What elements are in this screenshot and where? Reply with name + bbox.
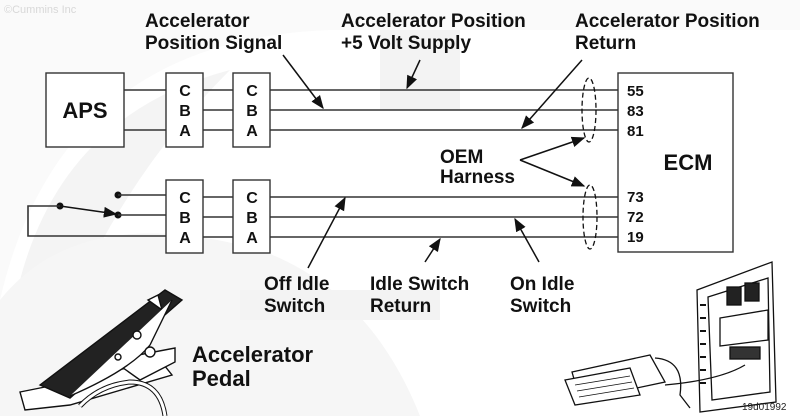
svg-text:Accelerator Position: Accelerator Position [575,11,760,32]
svg-text:A: A [246,123,258,140]
svg-text:Switch: Switch [510,296,571,317]
svg-text:Idle Switch: Idle Switch [370,274,469,295]
top-wires [124,89,618,131]
svg-text:B: B [179,103,191,120]
accelerator-pedal-icon [19,289,184,416]
connector-bottom-2: C B A [232,179,271,254]
svg-text:B: B [246,103,258,120]
label-off-idle-switch: Off Idle Switch [264,196,346,317]
svg-text:C: C [246,190,258,207]
bottom-wires [27,191,618,238]
svg-text:C: C [246,83,258,100]
copyright: ©Cummins Inc [4,4,77,16]
svg-text:Position Signal: Position Signal [145,33,282,54]
figure-code: 19d01992 [742,402,787,413]
svg-text:Harness: Harness [440,167,515,188]
svg-text:Switch: Switch [264,296,325,317]
label-accelerator-position-signal: Accelerator Position Signal [145,11,324,110]
harness-ellipse-top [581,77,597,143]
svg-text:+5 Volt Supply: +5 Volt Supply [341,33,471,54]
aps-box [45,72,125,148]
ecm-module-icon [564,261,777,413]
label-oem-harness: OEM Harness [440,136,586,188]
svg-text:Off Idle: Off Idle [264,274,329,295]
svg-text:Return: Return [575,33,636,54]
label-accelerator-position-supply: Accelerator Position +5 Volt Supply [341,11,526,90]
aps-label: APS [62,98,107,123]
idle-switch-arm [59,205,118,218]
ecm-pin: 55 [627,83,644,100]
ecm-pin: 72 [627,209,644,226]
ecm-label: ECM [664,150,713,175]
svg-text:On Idle: On Idle [510,274,574,295]
ecm-pin: 73 [627,189,644,206]
harness-ellipse-bottom [582,184,598,250]
svg-text:C: C [179,83,191,100]
svg-text:Return: Return [370,296,431,317]
connector-top-1: C B A [165,72,204,148]
svg-text:A: A [246,230,258,247]
label-on-idle-switch: On Idle Switch [510,217,574,317]
svg-text:Accelerator Position: Accelerator Position [341,11,526,32]
svg-text:C: C [179,190,191,207]
connector-top-2: C B A [232,72,271,148]
ecm-pin: 19 [627,229,644,246]
label-accelerator-pedal: Accelerator Pedal [192,342,314,391]
svg-text:Pedal: Pedal [192,366,251,391]
ecm-pin: 81 [627,123,644,140]
svg-text:Accelerator: Accelerator [192,342,314,367]
label-idle-switch-return: Idle Switch Return [370,237,469,317]
svg-text:OEM: OEM [440,147,483,168]
ecm-pin: 83 [627,103,644,120]
label-accelerator-position-return: Accelerator Position Return [521,11,760,130]
svg-text:B: B [246,210,258,227]
svg-text:B: B [179,210,191,227]
svg-text:A: A [179,230,191,247]
connector-bottom-1: C B A [165,179,204,254]
svg-text:A: A [179,123,191,140]
ecm-box [617,72,734,253]
svg-text:Accelerator: Accelerator [145,11,250,32]
